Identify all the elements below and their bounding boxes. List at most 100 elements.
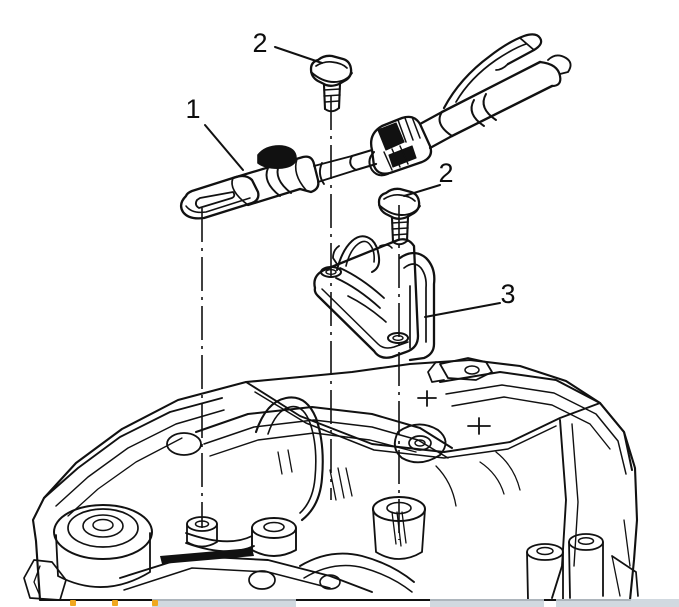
case-pad-right-bore: [263, 521, 285, 533]
case-deck-teardrop: [393, 423, 447, 464]
actuator-barrel-bot: [450, 84, 554, 138]
case-hinge-strap: [427, 361, 445, 383]
bolt-u-head-flange: [310, 71, 353, 83]
case-right-shoulder-inner: [445, 384, 627, 475]
fitting-barrel-bot: [246, 187, 302, 207]
bracket-hole-upper: [320, 266, 342, 278]
actuator-clip-outer: [442, 33, 543, 110]
bracket-saddle-notch: [379, 244, 393, 249]
leader-2-lower: [403, 184, 441, 197]
callout-label-3: 3: [500, 279, 515, 309]
case-deck-teardrop-bore: [408, 435, 432, 451]
fitting-shoulder-block: [284, 155, 320, 194]
bolt-l-shank-left: [390, 216, 395, 244]
bolt-l-shank-tip: [392, 240, 408, 246]
case-left-lug-line: [33, 565, 41, 597]
leader-2-upper: [274, 46, 323, 64]
case-bent-tube-inner: [267, 405, 317, 514]
case-left-boss-bore: [92, 518, 114, 532]
bolt-l-head-top-facet: [383, 193, 416, 202]
bracket-hole-lower-inner: [392, 335, 404, 342]
case-pocket-hatching: [277, 449, 353, 501]
case-right-bore-inner: [386, 501, 412, 515]
fitting-swage-right: [349, 155, 357, 171]
actuator-barrel-top: [440, 60, 542, 114]
case-pad-left-body: [186, 523, 218, 548]
actuator-ring-left2: [482, 93, 497, 121]
case-left-boss-mid: [67, 508, 139, 548]
bracket-hole-lower: [387, 332, 409, 344]
bracket-rib-b: [335, 277, 381, 309]
fitting-ring-a: [265, 167, 281, 197]
callout-label-2-upper: 2: [252, 28, 267, 58]
leader-3: [424, 302, 501, 318]
fitting-eyelet-outer: [179, 174, 260, 220]
case-rb-boss-b-bore: [577, 536, 595, 546]
case-left-boss-inner: [82, 514, 124, 538]
case-center-rail-outer: [195, 406, 453, 449]
line-tube-top: [350, 148, 374, 158]
connector-knurl-ribs: [383, 116, 421, 171]
case-bottom-right-chamfer: [611, 555, 639, 597]
bolt-u-head-outline: [309, 54, 353, 87]
fitting-shoulder-edge: [294, 158, 307, 191]
bolt-u-shank-tip: [324, 107, 340, 113]
hex-flange-bolt-lower: [377, 187, 421, 246]
case-right-face-edge: [571, 423, 579, 567]
bolt-l-head-outline: [377, 187, 421, 220]
actuator-barrel-right-cap: [538, 60, 562, 88]
connector-outline: [369, 115, 433, 175]
bracket-saddle-tab: [332, 245, 340, 265]
case-left-pocket: [166, 432, 202, 456]
case-left-boss-outer: [53, 504, 153, 560]
actuator-taper-bot: [428, 134, 454, 150]
callout-label-1: 1: [185, 94, 200, 124]
actuator-end-nipple: [547, 54, 572, 75]
clutch-slave-cylinder-line-fitting: [179, 145, 357, 220]
bolt-l-shank-right: [405, 215, 410, 243]
case-left-rib-inner2: [67, 437, 183, 517]
connector-dark-band2: [388, 145, 417, 168]
case-top-deck-inner: [254, 391, 557, 459]
bracket-plate-inner-edge: [321, 288, 409, 349]
case-center-rail-base: [209, 432, 417, 457]
fitting-swage-left: [318, 162, 325, 185]
bracket-saddle-outer: [336, 235, 381, 273]
callout-leaders: [204, 46, 501, 318]
hydraulic-line-and-actuator: [350, 33, 572, 177]
callout-labels: 1 2 2 3: [185, 28, 515, 309]
case-rb-boss-a-bore: [536, 546, 554, 556]
mounting-bracket: [313, 235, 436, 362]
case-hinge-bore: [464, 365, 480, 375]
case-center-rail-inner: [203, 419, 449, 459]
bolt-u-shank-right: [337, 82, 342, 110]
fitting-eyelet-edge: [185, 197, 251, 214]
actuator-ring-left: [470, 99, 485, 127]
case-right-bore-skirt: [372, 508, 426, 560]
transmission-case: [23, 357, 639, 602]
case-slot-channel: [160, 548, 254, 564]
fitting-barrel-cap-left: [231, 177, 249, 206]
case-rb-boss-a-body: [526, 551, 564, 601]
case-fine-edges: [435, 451, 631, 597]
bolt-l-threads: [391, 221, 409, 236]
bracket-rib-a: [339, 267, 385, 299]
case-shift-rail-link: [299, 552, 415, 583]
case-left-rib-outer: [43, 397, 223, 499]
case-deck-pins: [417, 390, 491, 435]
case-shift-rail-link2: [303, 564, 413, 593]
callout-label-2-lower: 2: [438, 158, 453, 188]
actuator-clip-tip: [495, 37, 535, 71]
bracket-hole-upper-inner: [325, 269, 337, 276]
actuator-barrel-left-cap: [438, 111, 453, 137]
case-rail-bushing-b: [319, 574, 341, 590]
bracket-plate-outline: [313, 238, 420, 359]
bracket-saddle-inner: [345, 240, 375, 267]
actuator-clip-inner: [455, 43, 527, 103]
hex-flange-bolt-upper: [309, 54, 353, 113]
case-deck-teardrop-bore-in: [414, 439, 426, 447]
case-left-rib-inner: [55, 409, 225, 507]
bolt-u-head-top-facet: [315, 60, 348, 69]
bracket-flange-outer: [398, 251, 436, 362]
case-rail-bushing-a: [248, 570, 276, 590]
